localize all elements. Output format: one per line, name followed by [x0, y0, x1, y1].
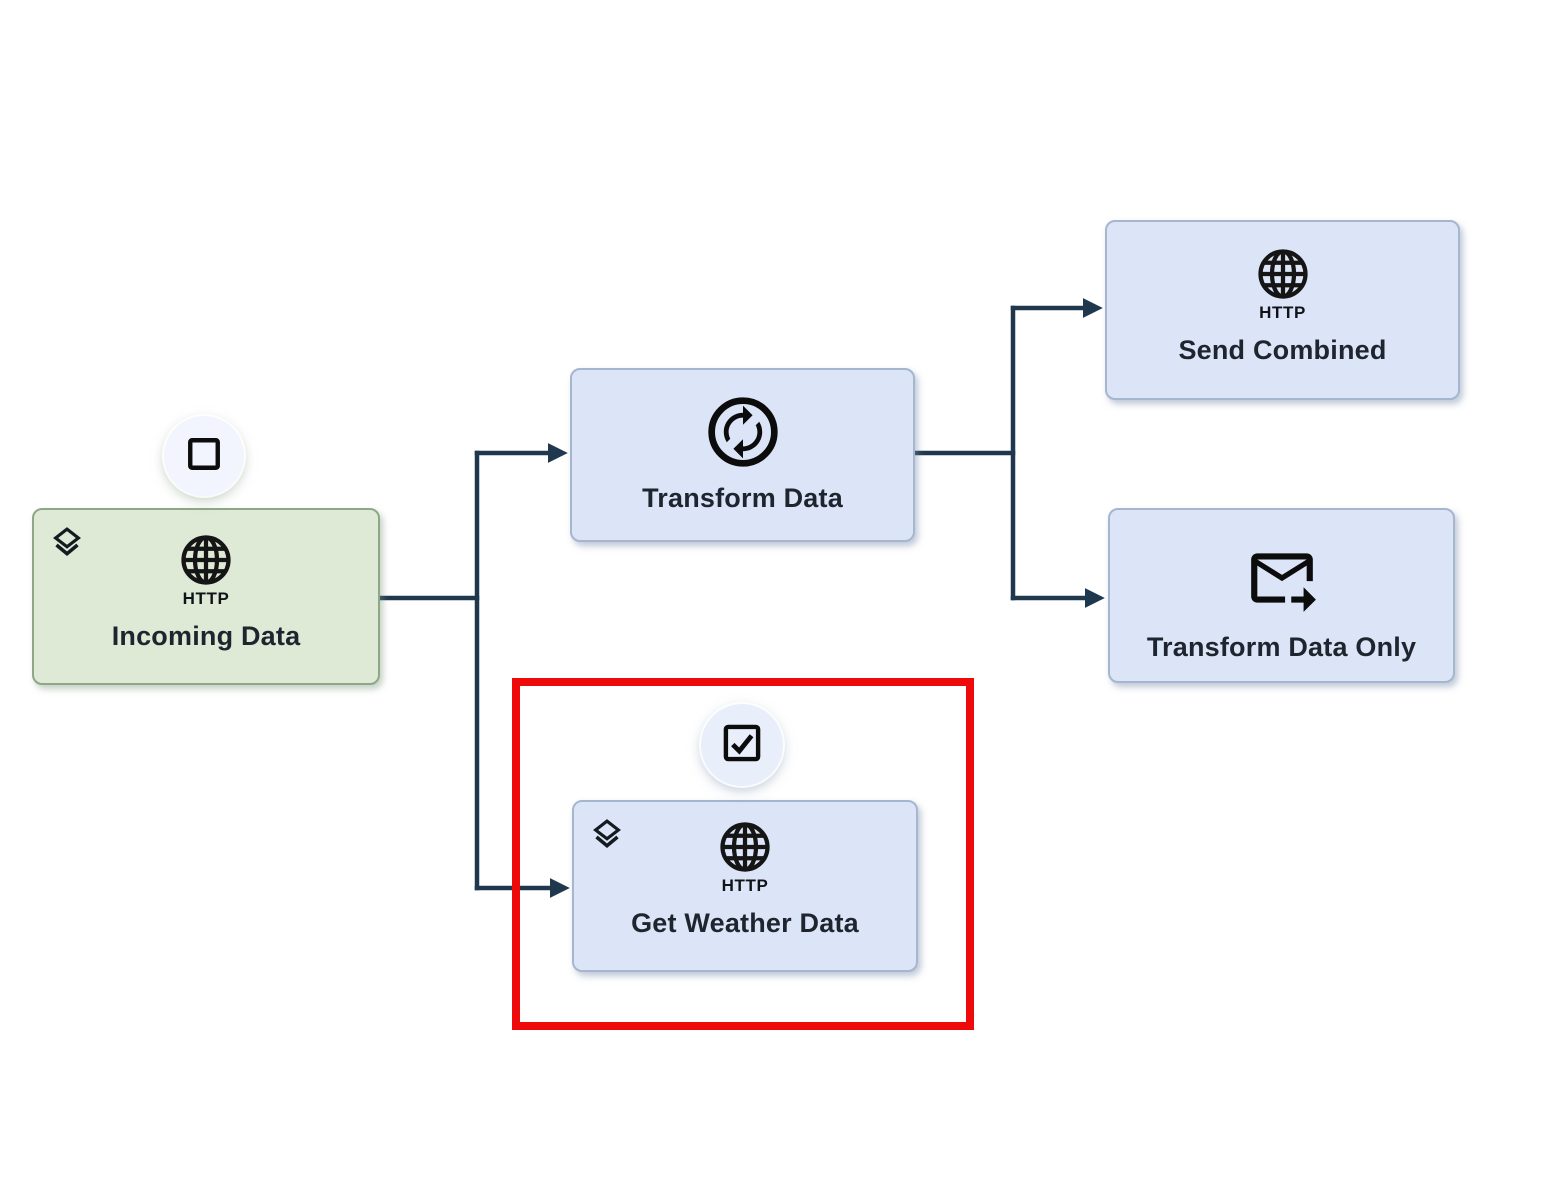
node-transform-data[interactable]: Transform Data: [570, 368, 915, 542]
layers-icon: [49, 524, 85, 560]
protocol-label: HTTP: [1259, 303, 1306, 322]
status-badge-get-weather[interactable]: [701, 704, 783, 786]
node-label: Send Combined: [1178, 335, 1387, 365]
status-badge-incoming[interactable]: [164, 416, 244, 496]
node-incoming-data[interactable]: HTTP Incoming Data: [32, 508, 380, 685]
checkbox-checked-icon: [719, 720, 765, 771]
mail-forward-icon: [1242, 541, 1322, 620]
protocol-label: HTTP: [182, 589, 230, 608]
globe-http-icon: HTTP: [1253, 242, 1313, 323]
node-label: Transform Data: [642, 483, 843, 513]
node-label: Get Weather Data: [631, 908, 859, 938]
layers-icon: [589, 816, 625, 852]
sync-circle-icon: [703, 392, 783, 477]
globe-http-icon: HTTP: [715, 815, 775, 896]
globe-http-icon: HTTP: [176, 528, 236, 609]
node-label: Incoming Data: [111, 621, 301, 651]
node-send-combined[interactable]: HTTP Send Combined: [1105, 220, 1460, 400]
node-label: Transform Data Only: [1146, 632, 1417, 662]
square-icon: [182, 432, 226, 481]
node-transform-data-only[interactable]: Transform Data Only: [1108, 508, 1455, 683]
protocol-label: HTTP: [721, 876, 769, 895]
node-get-weather-data[interactable]: HTTP Get Weather Data: [572, 800, 918, 972]
